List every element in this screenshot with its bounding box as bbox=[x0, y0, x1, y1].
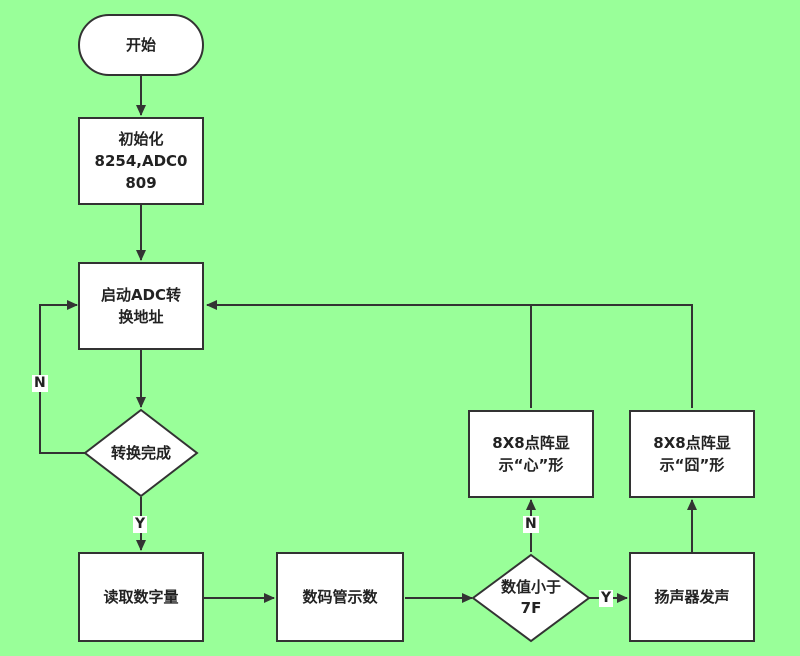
start-node: 开始 bbox=[78, 14, 204, 76]
start-adc-label: 启动ADC转 换地址 bbox=[100, 286, 182, 326]
init-label: 初始化 8254,ADC0 809 bbox=[94, 130, 188, 192]
decision-conv-done-shape bbox=[83, 408, 199, 498]
speaker-label: 扬声器发声 bbox=[654, 588, 730, 606]
read-digital-node: 读取数字量 bbox=[78, 552, 204, 642]
tube-display-label: 数码管示数 bbox=[302, 588, 378, 606]
matrix-heart-label: 8X8点阵显 示“心”形 bbox=[492, 434, 570, 474]
matrix-jiong-label: 8X8点阵显 示“囧”形 bbox=[653, 434, 731, 474]
conv-done-label: 转换完成 bbox=[110, 443, 171, 462]
edge-jiong-back bbox=[206, 300, 693, 408]
decision-value-less-shape bbox=[471, 553, 591, 643]
conv-no-label: N bbox=[32, 375, 48, 392]
init-node: 初始化 8254,ADC0 809 bbox=[78, 117, 204, 205]
conv-yes-label: Y bbox=[133, 516, 148, 533]
speaker-node: 扬声器发声 bbox=[629, 552, 755, 642]
matrix-heart-node: 8X8点阵显 示“心”形 bbox=[468, 410, 594, 498]
start-adc-node: 启动ADC转 换地址 bbox=[78, 262, 204, 350]
matrix-jiong-node: 8X8点阵显 示“囧”形 bbox=[629, 410, 755, 498]
value-less-label: 数值小于 7F bbox=[500, 578, 561, 617]
value-yes-label: Y bbox=[599, 590, 614, 607]
read-digital-label: 读取数字量 bbox=[103, 588, 179, 606]
value-no-label: N bbox=[523, 516, 539, 533]
tube-display-node: 数码管示数 bbox=[276, 552, 404, 642]
start-label: 开始 bbox=[125, 36, 156, 54]
